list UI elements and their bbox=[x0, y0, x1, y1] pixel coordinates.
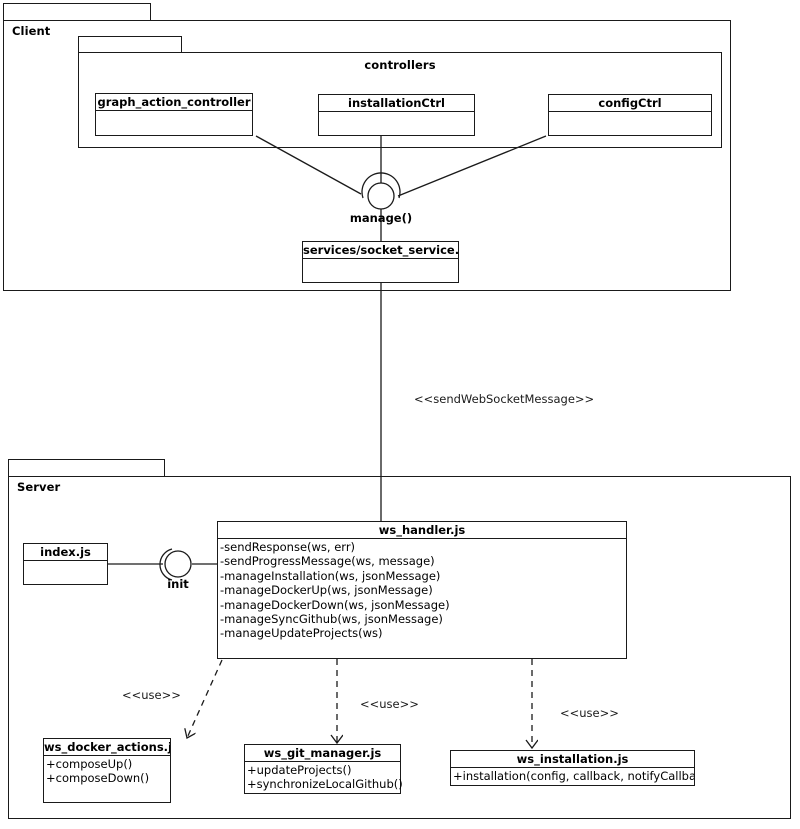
stereotype-use-installation: <<use>> bbox=[560, 706, 619, 720]
component-socket-service[interactable]: services/socket_service.j bbox=[302, 241, 459, 283]
component-members: +installation(config, callback, notifyCa… bbox=[451, 768, 694, 785]
component-config-ctrl[interactable]: configCtrl bbox=[548, 94, 712, 136]
component-title: ws_installation.js bbox=[451, 751, 694, 768]
component-index-js[interactable]: index.js bbox=[23, 543, 108, 585]
component-ws-docker-actions[interactable]: ws_docker_actions.j +composeUp() +compos… bbox=[43, 738, 171, 803]
component-title: configCtrl bbox=[549, 95, 711, 112]
member-item: +synchronizeLocalGithub() bbox=[247, 777, 403, 792]
component-ws-git-manager[interactable]: ws_git_manager.js +updateProjects() +syn… bbox=[244, 744, 403, 794]
component-title: services/socket_service.j bbox=[303, 243, 458, 259]
component-title: ws_git_manager.js bbox=[245, 745, 400, 762]
member-item: -manageSyncGithub(ws, jsonMessage) bbox=[220, 612, 443, 627]
component-title: ws_handler.js bbox=[218, 522, 626, 539]
member-item: -sendProgressMessage(ws, message) bbox=[220, 554, 435, 569]
package-server-label: Server bbox=[17, 480, 61, 494]
package-server-tab bbox=[8, 459, 165, 477]
interface-label-manage: manage() bbox=[349, 211, 413, 225]
component-ws-handler[interactable]: ws_handler.js -sendResponse(ws, err) -se… bbox=[217, 521, 627, 659]
stereotype-use-docker: <<use>> bbox=[122, 688, 181, 702]
component-title: index.js bbox=[24, 544, 107, 561]
package-controllers-tab bbox=[78, 36, 182, 53]
member-item: -manageInstallation(ws, jsonMessage) bbox=[220, 568, 441, 583]
package-client-label: Client bbox=[12, 24, 51, 38]
component-title: installationCtrl bbox=[319, 95, 474, 112]
member-item: -manageDockerUp(ws, jsonMessage) bbox=[220, 583, 433, 598]
component-members: +composeUp() +composeDown() bbox=[44, 756, 170, 802]
member-item: +composeDown() bbox=[46, 771, 150, 786]
component-members bbox=[319, 112, 474, 135]
member-item: -manageUpdateProjects(ws) bbox=[220, 626, 383, 641]
member-item: -manageDockerDown(ws, jsonMessage) bbox=[220, 597, 450, 612]
member-item: +composeUp() bbox=[46, 757, 133, 771]
component-members bbox=[303, 259, 458, 282]
package-controllers-label: controllers bbox=[364, 58, 436, 72]
package-client-tab bbox=[3, 3, 151, 21]
stereotype-use-git: <<use>> bbox=[360, 697, 419, 711]
member-item: -sendResponse(ws, err) bbox=[220, 540, 356, 554]
component-title: ws_docker_actions.j bbox=[44, 740, 170, 756]
member-item: +installation(config, callback, notifyCa… bbox=[453, 769, 694, 783]
stereotype-send-websocket-message: <<sendWebSocketMessage>> bbox=[414, 392, 595, 406]
component-members bbox=[96, 111, 252, 135]
component-members bbox=[549, 112, 711, 135]
component-members bbox=[24, 561, 107, 584]
interface-label-init: init bbox=[167, 577, 189, 591]
component-ws-installation[interactable]: ws_installation.js +installation(config,… bbox=[450, 750, 695, 786]
component-members: +updateProjects() +synchronizeLocalGithu… bbox=[245, 762, 403, 793]
component-title: graph_action_controller bbox=[96, 95, 252, 111]
component-graph-action-controller[interactable]: graph_action_controller bbox=[95, 93, 253, 136]
component-installation-ctrl[interactable]: installationCtrl bbox=[318, 94, 475, 136]
component-members: -sendResponse(ws, err) -sendProgressMess… bbox=[218, 539, 626, 658]
member-item: +updateProjects() bbox=[247, 763, 352, 777]
